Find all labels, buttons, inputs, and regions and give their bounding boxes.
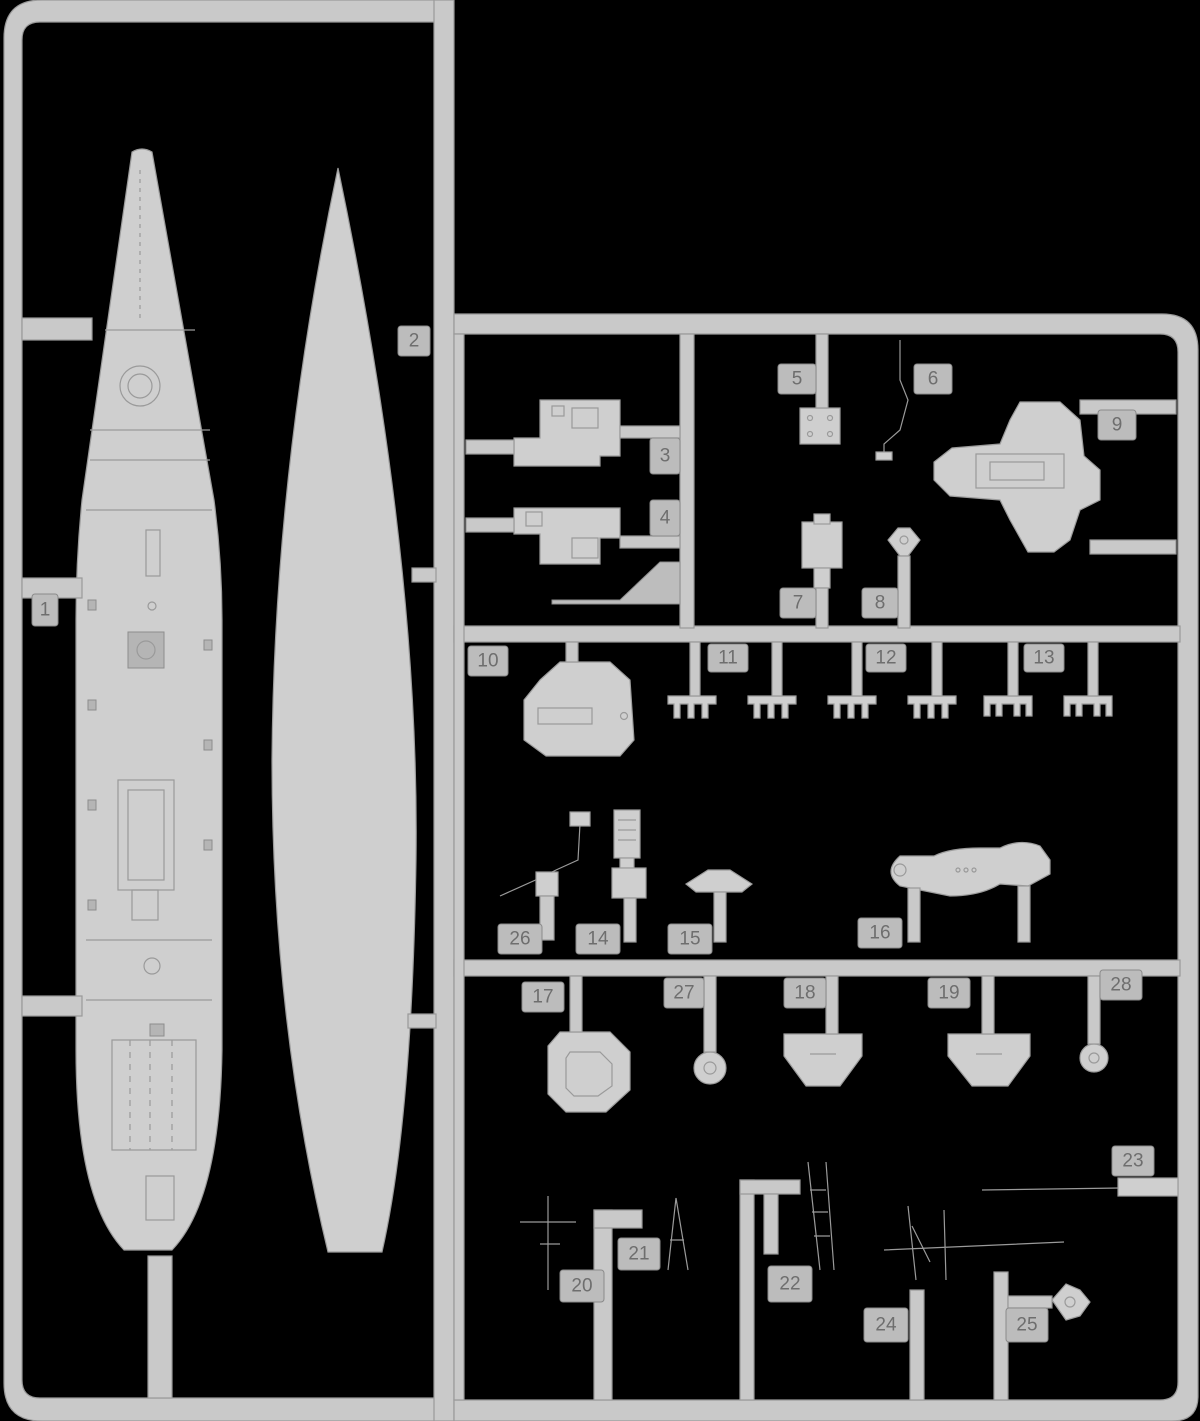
part-tag-15: 15	[667, 923, 713, 955]
part-tag-13: 13	[1023, 643, 1065, 673]
part-label-4: 4	[660, 508, 671, 529]
part-label-15: 15	[679, 929, 700, 950]
part-9	[933, 401, 1101, 553]
part-tag-25: 25	[1005, 1307, 1049, 1343]
part-26	[499, 823, 581, 897]
part-tag-27: 27	[663, 977, 705, 1009]
part-label-23: 23	[1122, 1151, 1143, 1172]
part-tag-3: 3	[649, 437, 681, 475]
parts-middle-section	[499, 641, 1113, 943]
part-label-14: 14	[587, 929, 609, 950]
part-label-25: 25	[1016, 1315, 1037, 1336]
part-12	[827, 641, 957, 719]
part-label-24: 24	[875, 1315, 897, 1336]
sprue-divider-top	[679, 333, 695, 629]
part-tag-6: 6	[913, 363, 953, 395]
part-tag-22: 22	[767, 1265, 813, 1303]
part-tag-2: 2	[397, 325, 431, 357]
part-label-22: 22	[779, 1274, 800, 1295]
part-label-8: 8	[875, 593, 886, 614]
part-tag-16: 16	[857, 917, 903, 949]
part-6	[883, 340, 909, 458]
ship-hull	[271, 167, 417, 1253]
part-11	[667, 641, 797, 719]
parts-lower-section	[520, 975, 1179, 1401]
sprue-frame-right	[453, 313, 1199, 1421]
part-label-13: 13	[1033, 648, 1054, 669]
part-label-7: 7	[793, 593, 804, 614]
part-label-27: 27	[673, 983, 694, 1004]
part-15	[684, 869, 754, 893]
part-5	[799, 407, 841, 445]
part-label-1: 1	[40, 600, 51, 621]
part-16	[890, 841, 1051, 897]
part-tag-1: 1	[31, 593, 59, 627]
part-17	[547, 1031, 631, 1113]
part-tag-21: 21	[617, 1237, 661, 1271]
part-tag-11: 11	[707, 643, 749, 673]
part-label-3: 3	[660, 446, 671, 467]
part-7	[801, 521, 843, 569]
part-tag-26: 26	[497, 923, 543, 955]
part-label-5: 5	[792, 369, 803, 390]
part-8	[887, 527, 921, 557]
part-tag-18: 18	[783, 977, 827, 1009]
part-label-16: 16	[869, 923, 890, 944]
part-27	[693, 1051, 727, 1085]
part-tag-8: 8	[861, 587, 899, 619]
ship-deck	[75, 148, 223, 1251]
part-tag-19: 19	[927, 977, 971, 1009]
part-tag-7: 7	[779, 587, 817, 619]
part-23	[981, 1187, 1121, 1191]
part-3	[513, 399, 621, 467]
part-tag-10: 10	[467, 645, 509, 677]
sprue-frame	[3, 0, 1199, 1421]
part-label-6: 6	[928, 369, 939, 390]
sprue-inner-runner	[453, 333, 465, 1401]
part-label-19: 19	[938, 983, 959, 1004]
part-tag-4: 4	[649, 499, 681, 537]
part-19	[947, 1033, 1031, 1087]
part-22	[807, 1161, 835, 1271]
part-label-2: 2	[409, 331, 420, 352]
part-label-21: 21	[628, 1244, 649, 1265]
sprue-bar-2	[453, 959, 1181, 977]
part-label-18: 18	[794, 983, 815, 1004]
part-tag-5: 5	[777, 363, 817, 395]
part-13	[983, 641, 1113, 717]
part-20	[520, 1196, 576, 1290]
part-14	[613, 809, 641, 859]
part-tag-20: 20	[559, 1269, 605, 1303]
part-21	[667, 1197, 689, 1271]
part-tag-14: 14	[575, 923, 621, 955]
part-label-10: 10	[477, 651, 498, 672]
part-label-20: 20	[571, 1276, 592, 1297]
part-tag-23: 23	[1111, 1145, 1155, 1177]
part-label-17: 17	[532, 987, 553, 1008]
ship-deck-part	[21, 148, 223, 1399]
part-label-12: 12	[875, 648, 896, 669]
part-tag-17: 17	[521, 981, 565, 1013]
part-number-tags: 1 2 3 4 5 6 7 8 9 10 11 12 13 14 15 16 1…	[31, 325, 1155, 1343]
part-24	[883, 1205, 1065, 1281]
part-label-11: 11	[718, 648, 738, 669]
part-tag-24: 24	[863, 1307, 909, 1343]
part-25	[1051, 1283, 1091, 1321]
part-label-26: 26	[509, 929, 530, 950]
part-18	[783, 1033, 863, 1087]
part-28	[1079, 1043, 1109, 1073]
sprue-center-runner	[433, 0, 455, 1421]
part-label-9: 9	[1112, 415, 1123, 436]
part-label-28: 28	[1110, 975, 1131, 996]
part-tag-9: 9	[1097, 409, 1137, 441]
part-tag-12: 12	[865, 643, 907, 673]
ship-hull-part	[271, 167, 437, 1253]
part-tag-28: 28	[1099, 969, 1143, 1001]
part-4	[513, 507, 621, 565]
parts-top-section	[465, 333, 1177, 629]
part-10	[523, 661, 635, 757]
